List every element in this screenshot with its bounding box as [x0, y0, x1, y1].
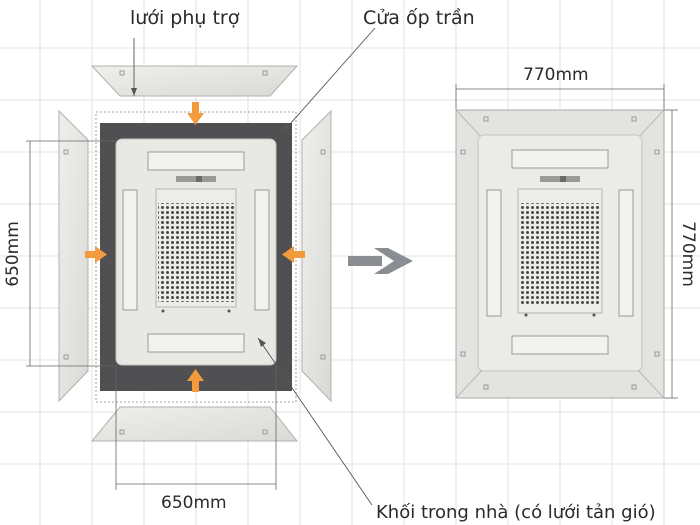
assembled-bottom-vent — [511, 335, 609, 355]
arrow-down-icon — [187, 102, 204, 125]
transition-chevron-icon — [374, 248, 413, 274]
orange-arrows — [85, 102, 305, 392]
right-air-vent — [254, 189, 270, 311]
label-width-right: 770mm — [523, 65, 589, 85]
dimension-width-left — [115, 365, 277, 490]
label-width-left: 650mm — [161, 493, 227, 513]
arrow-left-icon — [282, 246, 305, 263]
brand-logo — [176, 176, 216, 182]
assembled-view — [455, 84, 678, 399]
dimension-width-right — [455, 84, 665, 110]
assembled-grille-mesh — [521, 203, 599, 306]
arrow-right-icon — [85, 246, 107, 263]
assembled-top-vent — [511, 149, 609, 169]
leader-ceiling-cover — [282, 27, 376, 133]
assembled-brand-logo — [540, 176, 580, 182]
leader-lines — [131, 27, 376, 506]
top-auxiliary-panel — [90, 65, 299, 97]
label-height-right: 770mm — [678, 221, 698, 287]
right-auxiliary-panel — [301, 109, 332, 403]
label-ceiling-cover: Cửa ốp trần — [363, 7, 475, 29]
dimension-height-right — [664, 109, 678, 399]
dimension-height-left — [26, 140, 116, 367]
label-height-left: 650mm — [3, 221, 23, 287]
top-air-vent — [147, 151, 245, 171]
exploded-view — [26, 27, 376, 506]
assembled-indoor-unit — [477, 134, 643, 372]
leader-indoor-unit — [257, 337, 373, 506]
bottom-air-vent — [147, 333, 245, 353]
label-indoor-unit: Khối trong nhà (có lưới tản gió) — [376, 502, 656, 523]
arrow-up-icon — [187, 369, 204, 392]
transition-arrow-shaft — [348, 256, 382, 266]
left-auxiliary-panel — [58, 109, 89, 403]
left-air-vent — [122, 189, 138, 311]
indoor-unit-panel — [115, 138, 277, 366]
assembled-left-vent — [486, 189, 502, 317]
label-auxiliary-panel: lưới phụ trợ — [130, 7, 240, 29]
assembled-right-vent — [618, 189, 634, 317]
grille-mesh — [158, 203, 234, 302]
bottom-auxiliary-panel — [90, 406, 299, 442]
